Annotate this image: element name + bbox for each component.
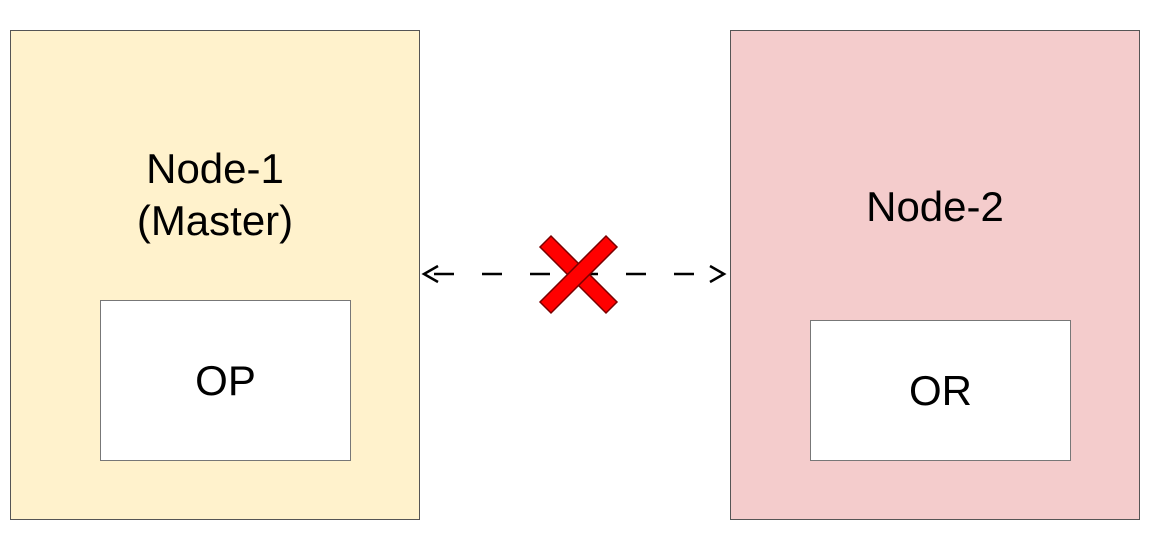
arrowhead-right-icon <box>709 264 727 284</box>
op-box: OP <box>100 300 351 461</box>
broken-link-cross-icon <box>538 234 619 315</box>
arrowhead-left-icon <box>421 264 439 284</box>
node-1-title: Node-1 (Master) <box>11 143 419 247</box>
node-1-title-line2: (Master) <box>136 197 294 244</box>
node-2-box: Node-2 OR <box>730 30 1140 520</box>
or-label: OR <box>909 366 972 414</box>
node-1-box: Node-1 (Master) OP <box>10 30 420 520</box>
op-label: OP <box>195 356 256 404</box>
node-2-title: Node-2 <box>731 181 1139 233</box>
or-box: OR <box>810 320 1071 461</box>
node-2-title-line1: Node-2 <box>866 183 1004 230</box>
node-1-title-line1: Node-1 <box>146 145 284 192</box>
